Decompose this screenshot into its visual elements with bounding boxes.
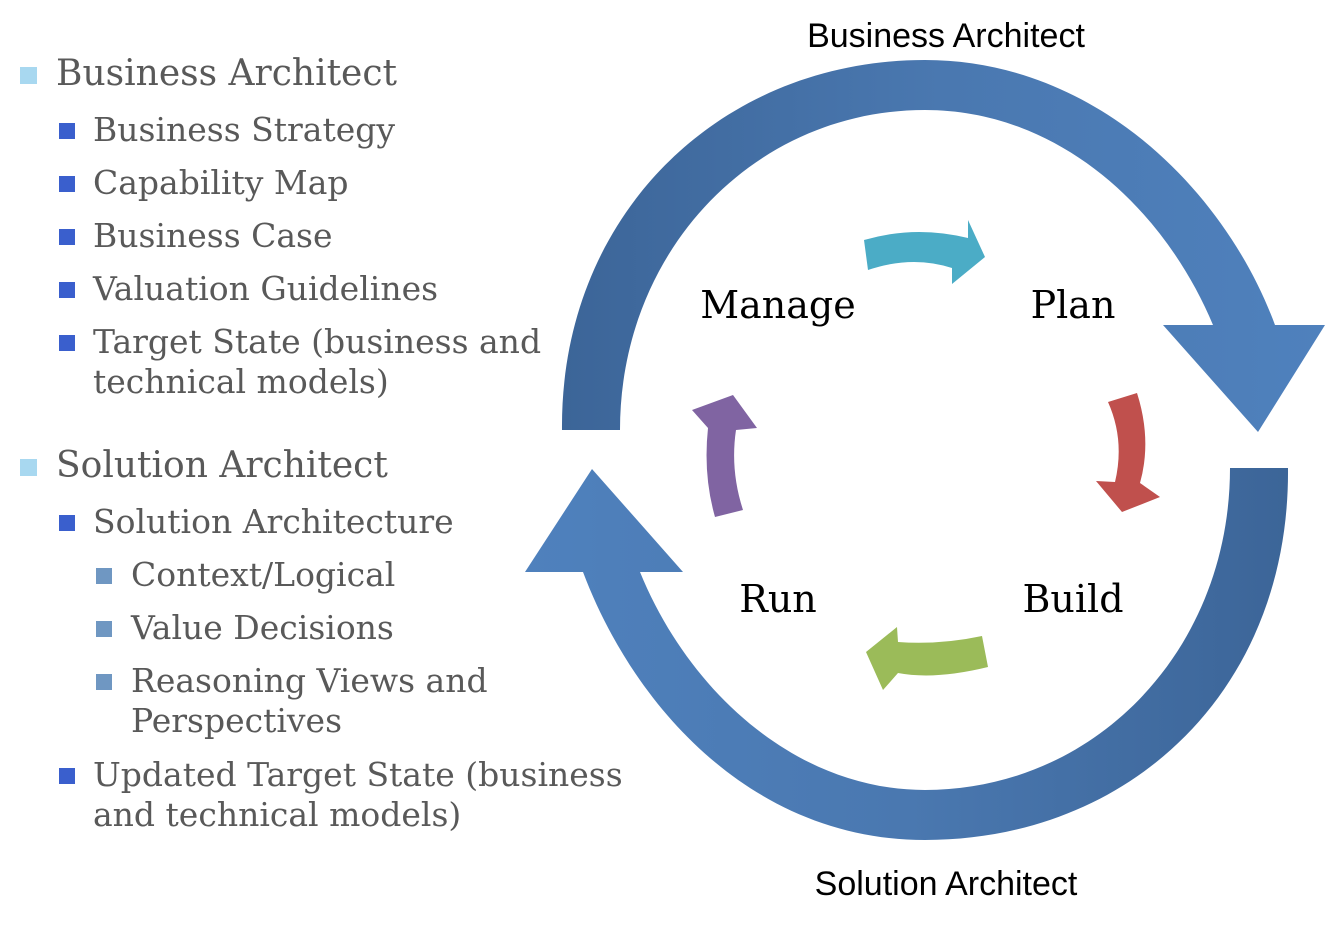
solution-architect-arc bbox=[525, 468, 1289, 840]
list-item: Target State (business and bbox=[93, 322, 542, 361]
sub-list-item: Context/Logical bbox=[131, 555, 396, 594]
bullet-square-icon bbox=[59, 229, 75, 245]
business-architect-arc bbox=[561, 60, 1325, 432]
stage-run-label: Run bbox=[739, 577, 817, 621]
list-item: Capability Map bbox=[93, 163, 349, 202]
stage-build-label: Build bbox=[1022, 577, 1123, 621]
sub-list-item: Reasoning Views and bbox=[131, 661, 488, 700]
sub-list-item: Value Decisions bbox=[131, 608, 394, 647]
bullet-square-icon bbox=[59, 515, 75, 531]
bullet-square-icon bbox=[20, 67, 37, 84]
bullet-square-icon bbox=[96, 674, 112, 690]
bullet-list: Business Architect Business Strategy Cap… bbox=[0, 0, 660, 928]
run-to-manage-arrow bbox=[692, 395, 757, 517]
bullet-square-icon bbox=[96, 621, 112, 637]
bullet-square-icon bbox=[59, 123, 75, 139]
plan-to-build-arrow bbox=[1096, 393, 1160, 512]
business-architect-heading: Business Architect bbox=[56, 53, 397, 94]
solution-architect-heading: Solution Architect bbox=[56, 445, 388, 486]
bullet-square-icon bbox=[59, 335, 75, 351]
sub-list-item-continuation: Perspectives bbox=[131, 701, 343, 740]
bullet-square-icon bbox=[59, 768, 75, 784]
top-role-label: Business Architect bbox=[807, 17, 1085, 55]
list-item: Business Case bbox=[93, 216, 333, 255]
stage-plan-label: Plan bbox=[1031, 283, 1116, 327]
list-item: Solution Architecture bbox=[93, 502, 454, 541]
list-item: Updated Target State (business bbox=[93, 755, 623, 794]
stage-manage-label: Manage bbox=[700, 283, 856, 327]
bullet-square-icon bbox=[59, 176, 75, 192]
bullet-square-icon bbox=[96, 568, 112, 584]
list-item: Business Strategy bbox=[93, 110, 396, 149]
list-item-continuation: technical models) bbox=[93, 362, 389, 401]
bullet-square-icon bbox=[20, 459, 37, 476]
manage-to-plan-arrow bbox=[864, 220, 985, 284]
list-item: Valuation Guidelines bbox=[93, 269, 439, 308]
list-item-continuation: and technical models) bbox=[93, 795, 462, 834]
bottom-role-label: Solution Architect bbox=[815, 865, 1078, 903]
bullet-square-icon bbox=[59, 282, 75, 298]
build-to-run-arrow bbox=[866, 627, 988, 690]
